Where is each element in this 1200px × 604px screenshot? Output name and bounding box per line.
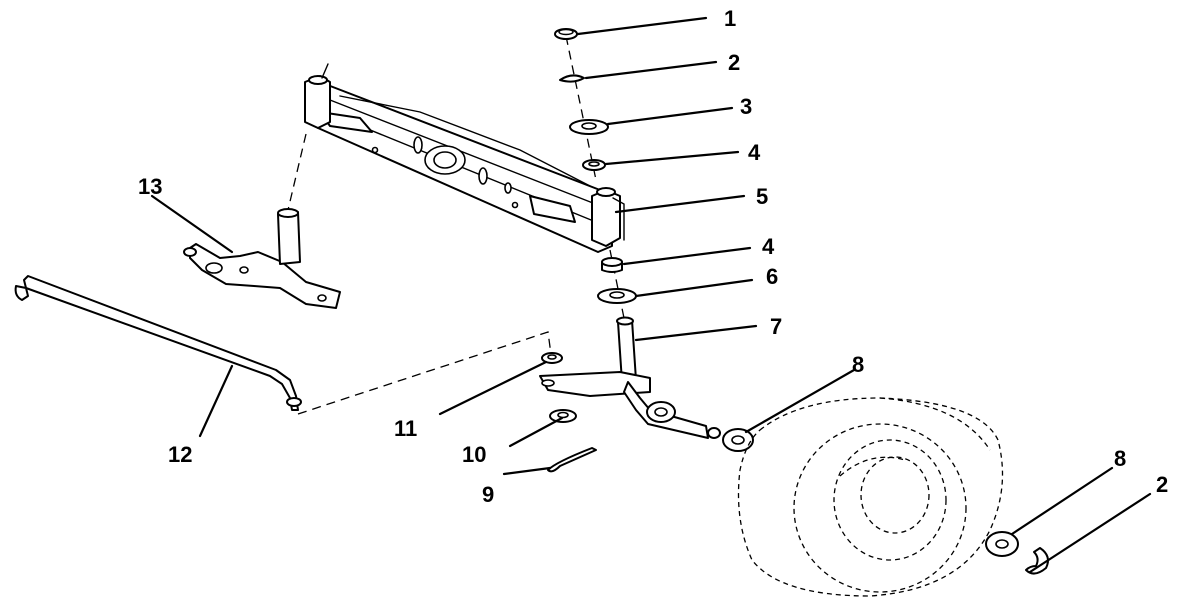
drag-link-path [297, 331, 553, 415]
callout-8-inner: 8 [852, 352, 864, 377]
callout-7: 7 [770, 314, 782, 339]
callout-3: 3 [740, 94, 752, 119]
callout-8-outer: 8 [1114, 446, 1126, 471]
e-ring-part-2-top [559, 74, 585, 83]
front-axle-beam [304, 63, 625, 253]
nut-part-11 [541, 352, 563, 364]
axis-line-lower-right [609, 249, 625, 319]
callout-13: 13 [138, 174, 162, 199]
washer-part-6 [597, 288, 637, 304]
cap-part-1 [554, 28, 578, 40]
callout-5: 5 [756, 184, 768, 209]
callout-1: 1 [724, 6, 736, 31]
washer-part-10 [549, 409, 577, 423]
washer-part-8-outer [985, 531, 1019, 557]
washer-part-3 [569, 119, 609, 135]
bushing-part-4-top [582, 159, 606, 171]
callout-12: 12 [168, 442, 192, 467]
leader-lines [150, 16, 1152, 574]
wheel-tire [737, 397, 1004, 597]
callout-4-lower: 4 [762, 234, 775, 259]
steering-arm-part-13 [183, 208, 341, 309]
drag-link-part-12 [14, 275, 302, 411]
callout-9: 9 [482, 482, 494, 507]
callout-4-top: 4 [748, 140, 761, 165]
callout-10: 10 [462, 442, 486, 467]
axis-line-left-pivot [287, 133, 307, 211]
callout-2-outer: 2 [1156, 472, 1168, 497]
washer-part-8-inner [722, 428, 754, 452]
spindle-part-7 [539, 316, 721, 439]
axis-line-right-pivot [565, 35, 597, 181]
bushing-part-4-lower [601, 257, 623, 273]
callout-2-top: 2 [728, 50, 740, 75]
callout-11: 11 [394, 416, 417, 441]
callout-6: 6 [766, 264, 778, 289]
e-ring-part-2-outer [1025, 547, 1049, 575]
cotter-pin-part-9 [547, 447, 597, 473]
